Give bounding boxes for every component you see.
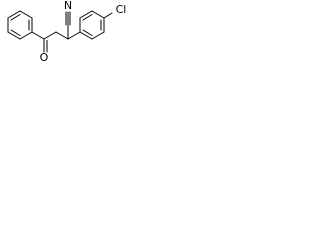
bond-ch-aryl	[67, 31, 81, 40]
double-bond-inner	[82, 29, 93, 36]
bond	[91, 31, 105, 40]
bond-carbonyl-ch2	[43, 31, 57, 40]
chlorine-atom-label: Cl	[116, 3, 127, 16]
bond	[79, 10, 93, 19]
nitrogen-atom-label: N	[64, 0, 72, 12]
bond	[79, 31, 93, 40]
double-bond-inner	[10, 29, 21, 36]
oxygen-atom-label: O	[40, 51, 49, 64]
bond	[19, 10, 33, 19]
bond	[7, 31, 21, 40]
bond-aryl-chlorine	[103, 12, 113, 19]
chemical-structure-diagram: N O Cl	[7, 0, 127, 64]
double-bond-inner	[10, 14, 21, 21]
bond-phenyl-carbonyl	[31, 31, 45, 40]
chlorophenyl-ring	[79, 10, 105, 40]
bond-ch2-ch	[55, 31, 69, 40]
bond	[7, 10, 21, 19]
phenyl-ring	[7, 10, 33, 40]
structure-canvas: N O Cl	[0, 0, 138, 83]
double-bond-inner	[82, 14, 93, 21]
bond	[19, 31, 33, 40]
bond	[91, 10, 105, 19]
